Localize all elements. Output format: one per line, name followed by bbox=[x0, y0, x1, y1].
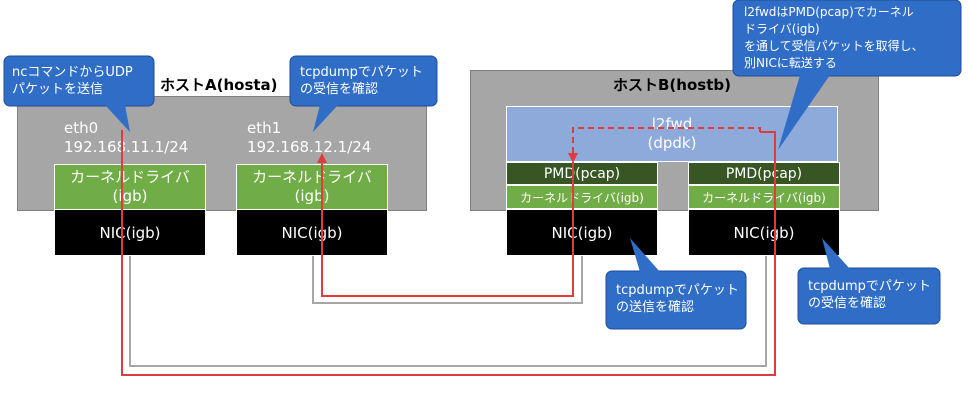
l2fwd-box: l2fwd (dpdk) bbox=[506, 106, 838, 162]
callout-tcpdump-recv-b: tcpdumpでパケット の受信を確認 bbox=[808, 279, 931, 311]
host-a-nic-left: NIC(igb) bbox=[54, 209, 206, 256]
driver-label-line1: カーネルドライバ bbox=[70, 168, 190, 186]
packet-path-inner bbox=[317, 153, 574, 297]
eth1-name: eth1 bbox=[247, 119, 282, 137]
packet-path-dashed bbox=[568, 127, 761, 163]
host-b-title: ホストB(hostb) bbox=[613, 76, 731, 94]
callout-nc: ncコマンドからUDP パケットを送信 bbox=[12, 65, 133, 97]
host-a-driver-right: カーネルドライバ (igb) bbox=[236, 164, 388, 210]
callout-tcpdump-send-b: tcpdumpでパケット の送信を確認 bbox=[616, 283, 739, 315]
callout-tcpdump-send-bubble bbox=[605, 238, 747, 330]
host-b-nic-right: NIC(igb) bbox=[688, 209, 840, 256]
host-b-driver-right: カーネルドライバ(igb) bbox=[688, 185, 840, 209]
eth1-label: eth1 192.168.12.1/24 bbox=[247, 119, 371, 157]
callout-nc-bubble bbox=[3, 55, 155, 132]
host-b-driver-left: カーネルドライバ(igb) bbox=[506, 185, 658, 209]
host-a-nic-right: NIC(igb) bbox=[236, 209, 388, 256]
eth0-ip: 192.168.11.1/24 bbox=[64, 138, 189, 156]
callout-tcpdump-a-bubble bbox=[289, 55, 438, 132]
callout-tcpdump-recv-bubble bbox=[797, 238, 941, 325]
cable-inner bbox=[312, 256, 583, 304]
cable-outer bbox=[129, 256, 767, 367]
callout-l2fwd-bubble bbox=[732, 0, 962, 150]
eth0-label: eth0 192.168.11.1/24 bbox=[64, 119, 188, 157]
driver-label-line2: (igb) bbox=[294, 187, 330, 205]
driver-label-line1: カーネルドライバ bbox=[252, 168, 372, 186]
callout-l2fwd-note: l2fwdはPMD(pcap)でカーネル ドライバ(igb) を通して受信パケッ… bbox=[744, 5, 924, 70]
pmd-right: PMD(pcap) bbox=[688, 162, 840, 185]
host-a-title: ホストA(hosta) bbox=[160, 76, 278, 94]
host-b-nic-left: NIC(igb) bbox=[506, 209, 658, 256]
pmd-left: PMD(pcap) bbox=[506, 162, 658, 185]
eth1-ip: 192.168.12.1/24 bbox=[247, 138, 372, 156]
packet-path-outer bbox=[121, 130, 776, 376]
callout-tcpdump-recv-a: tcpdumpでパケット の受信を確認 bbox=[300, 65, 423, 97]
eth0-name: eth0 bbox=[64, 119, 99, 137]
l2fwd-sub: (dpdk) bbox=[647, 134, 697, 152]
